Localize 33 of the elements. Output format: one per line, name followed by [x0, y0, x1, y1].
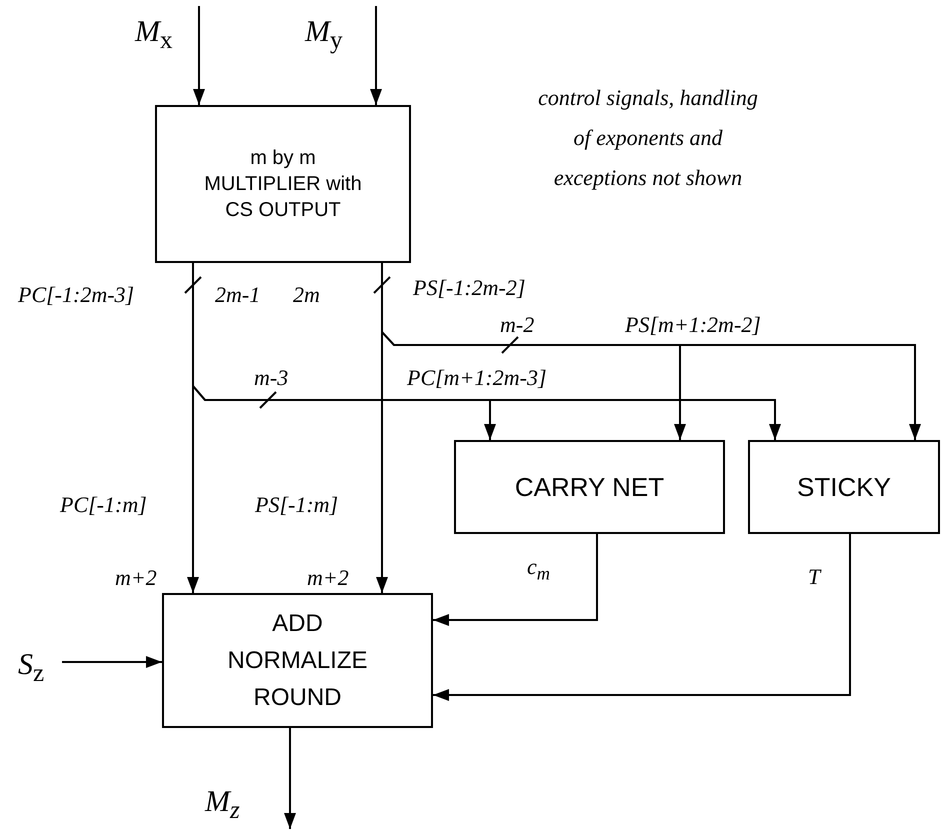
signal-label: M$_{y}$ [305, 14, 342, 56]
arrow [370, 6, 382, 105]
edge-label: PC[-1:m] [60, 493, 147, 517]
bus-width-label: m-2 [500, 313, 534, 337]
process-box [162, 593, 433, 728]
edge-label: T [808, 565, 820, 589]
bus-width-label: 2m-1 [215, 283, 260, 307]
bus-width-label: m+2 [307, 566, 349, 590]
process-box [454, 440, 725, 534]
arrow [284, 728, 296, 829]
process-box [155, 105, 411, 263]
edge-label: PS[-1:m] [255, 493, 338, 517]
arrow [193, 6, 205, 105]
signal-label: PC[-1:2m-3] [18, 283, 134, 307]
process-box [748, 440, 940, 534]
box-label: ADD NORMALIZE ROUND [226, 609, 368, 713]
bus-width-label: 2m [293, 283, 320, 307]
box-label: CARRY NET [514, 472, 666, 502]
note-text: control signals, handling of exponents and exceptions not shown [537, 84, 759, 192]
edge-label: PC[m+1:2m-3] [407, 366, 547, 390]
edge-label: M$_{z}$ [205, 790, 240, 823]
box-label: m by m MULTIPLIER with CS OUTPUT [204, 146, 362, 223]
signal-label: M$_{x}$ [135, 14, 172, 56]
edge-label: PS[m+1:2m-2] [625, 313, 761, 337]
arrow [433, 534, 851, 701]
signal-label: S$_{z}$ [18, 648, 44, 688]
signal-label: PS[-1:2m-2] [413, 276, 526, 300]
bus-width-label: m-3 [254, 366, 288, 390]
box-label: STICKY [796, 472, 892, 502]
edge-label: c$_{m}$ [527, 555, 550, 586]
arrow [433, 534, 598, 626]
arrow [62, 656, 162, 668]
bus-width-label: m+2 [115, 566, 157, 590]
